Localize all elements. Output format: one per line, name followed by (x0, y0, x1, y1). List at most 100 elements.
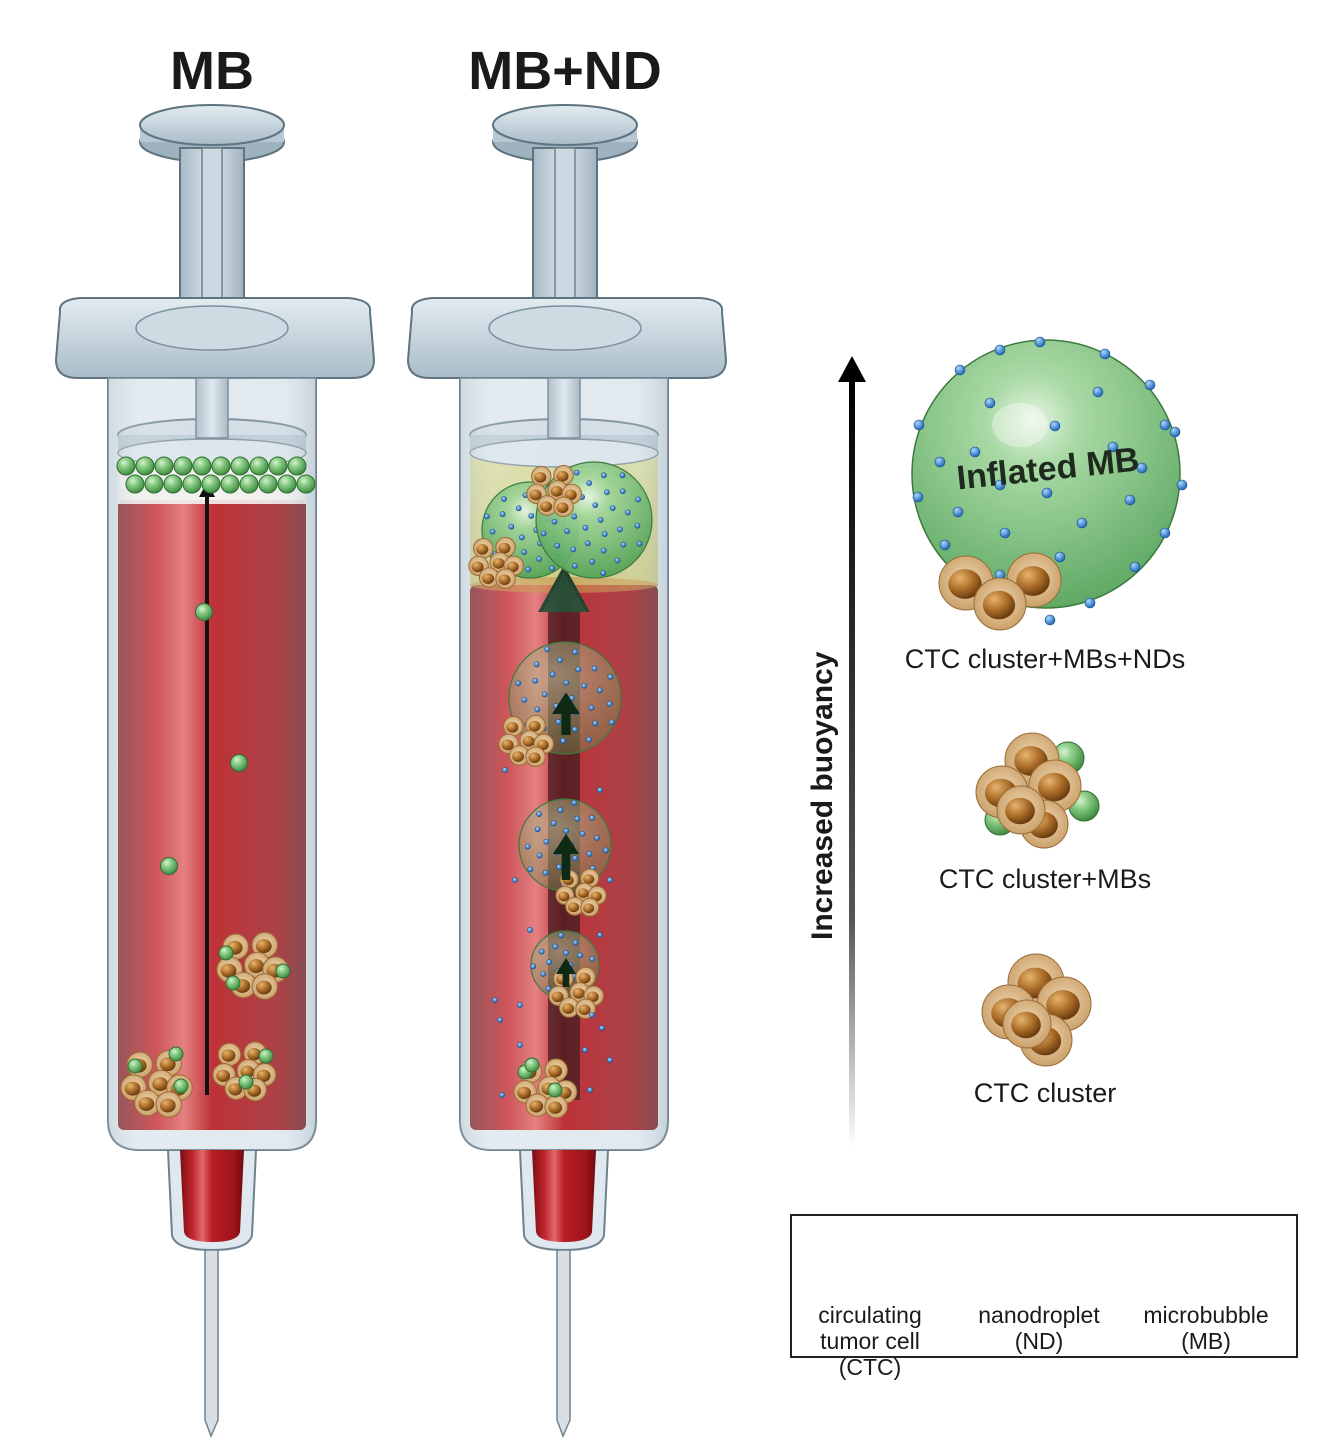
nanodroplet (530, 963, 537, 970)
ctc-cell (536, 495, 558, 516)
rise-arrow-head (552, 692, 580, 714)
nanodroplet (589, 558, 596, 565)
stage-label-ctc-mbs: CTC cluster+MBs (938, 864, 1152, 894)
nanodroplet (544, 646, 551, 653)
ctc-cell (996, 785, 1046, 835)
nanodroplet (1041, 487, 1053, 499)
microbubble (201, 474, 221, 494)
nanodroplet (556, 864, 563, 870)
microbubble (160, 857, 178, 875)
microbubble (127, 1058, 143, 1074)
microbubble (230, 754, 248, 772)
nanodroplet (589, 814, 596, 821)
nanodroplet (515, 680, 522, 687)
nanodroplet (601, 531, 608, 537)
nanodroplet (543, 838, 550, 845)
microbubble (277, 474, 297, 494)
ctc-cell (478, 567, 500, 588)
nanodroplet (607, 877, 613, 883)
rise-arrow (561, 852, 571, 880)
nanodroplet (560, 737, 567, 744)
nanodroplet (540, 530, 547, 537)
nanodroplet (552, 943, 559, 950)
nanodroplet (572, 726, 578, 733)
ctc-cell (495, 536, 516, 558)
nanodroplet (607, 673, 614, 680)
nanodroplet (939, 539, 951, 551)
stage-label-ctc-mbs-nds: CTC cluster+MBs+NDs (904, 644, 1186, 674)
nanodroplet (489, 528, 496, 535)
nanodroplet (524, 843, 531, 850)
nanodroplet (572, 562, 578, 569)
nanodroplet (1129, 561, 1141, 573)
nanodroplet (597, 787, 603, 793)
nanodroplet (913, 419, 925, 431)
microbubble (268, 456, 288, 476)
microbubble (225, 975, 241, 991)
nanodroplet (999, 527, 1011, 539)
nanodroplet (492, 997, 498, 1003)
nanodroplet (527, 927, 533, 933)
nanodroplet (954, 364, 966, 376)
ctc-cluster-illustration (981, 953, 1092, 1067)
nanodroplet (570, 546, 577, 553)
ctc-cell (251, 931, 279, 959)
rise-arrow (562, 972, 570, 987)
rise-arrow-head (556, 958, 576, 974)
nanodroplet (1144, 379, 1156, 391)
nanodroplet (571, 513, 578, 520)
nanodroplet (597, 932, 603, 938)
nanodroplet (572, 939, 579, 946)
microbubble (287, 456, 307, 476)
nanodroplet (619, 488, 626, 495)
nanodroplet (587, 1087, 593, 1093)
microbubble (125, 474, 145, 494)
microbubble (163, 474, 183, 494)
nanodroplet (952, 506, 964, 518)
nanodroplet (599, 1025, 605, 1031)
nanodroplet (582, 524, 589, 531)
nanodroplet (586, 850, 593, 857)
nanodroplet (1084, 597, 1096, 609)
microbubble (296, 474, 316, 494)
nanodroplet (582, 1047, 588, 1053)
nanodroplet (984, 397, 996, 409)
nanodroplet (572, 649, 579, 655)
nanodroplet (551, 518, 558, 525)
nanodroplet (533, 661, 540, 668)
nanodroplet (1076, 517, 1088, 529)
ctc-cell (525, 714, 546, 736)
nanodroplet (542, 869, 549, 876)
microbubble (211, 456, 231, 476)
ctc-cell (553, 496, 574, 517)
nanodroplet (546, 959, 552, 966)
nanodroplet (601, 472, 607, 479)
ctc-cell (1028, 759, 1082, 813)
microbubble (116, 456, 136, 476)
nanodroplet (588, 704, 595, 711)
ctc-cell (1002, 999, 1052, 1049)
syringe-mb-nd (406, 104, 728, 1438)
microbubble (173, 1078, 189, 1094)
nanodroplet (635, 496, 641, 503)
nanodroplet (592, 502, 599, 509)
nanodroplet (608, 719, 615, 726)
nanodroplet (517, 1002, 523, 1008)
nanodroplet (563, 828, 570, 834)
ctc-cluster-mbs-illustration (975, 732, 1100, 849)
inflated-microbubble (535, 461, 653, 579)
nanodroplet (1159, 419, 1171, 431)
nanodroplet (596, 687, 603, 694)
nanodroplet (499, 511, 506, 518)
axis-label-buoyancy: Increased buoyancy (806, 651, 839, 940)
nanodroplet (545, 985, 552, 992)
nanodroplet (521, 549, 527, 555)
ctc-cell (473, 538, 494, 559)
ctc-cell (973, 577, 1027, 631)
nanodroplet (607, 1057, 613, 1063)
nanodroplet (934, 456, 946, 468)
nanodroplet (558, 932, 564, 939)
microbubble (218, 945, 234, 961)
nanodroplet (634, 522, 641, 529)
rise-arrow-head (553, 833, 579, 854)
